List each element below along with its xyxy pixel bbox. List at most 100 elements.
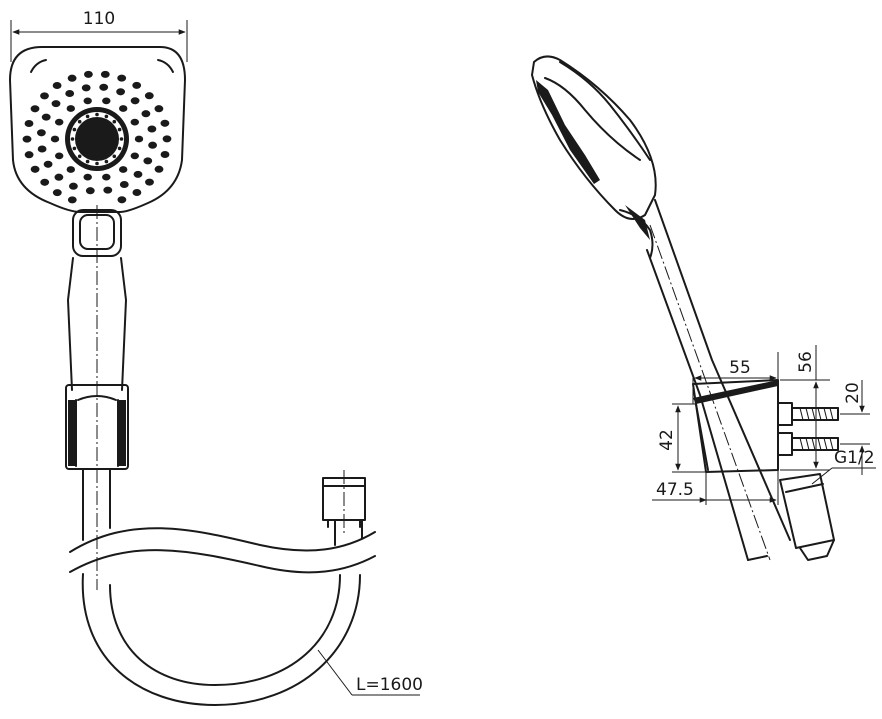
thread-line <box>805 407 810 421</box>
dimension-42: 42 <box>657 403 706 473</box>
spray-hole <box>55 152 64 160</box>
spray-hole <box>55 118 64 126</box>
spray-hole <box>154 105 164 113</box>
spray-hole <box>103 186 113 194</box>
thread-label: G1/2 <box>834 448 875 468</box>
thread-line <box>817 407 822 421</box>
spray-hole <box>69 182 78 190</box>
front-view: 110 <box>9 9 423 706</box>
handle-side <box>646 199 791 561</box>
thread-line <box>829 437 834 451</box>
spray-hole <box>130 97 140 105</box>
spray-hole <box>132 188 142 197</box>
spray-hole <box>145 178 154 186</box>
hose-connector <box>779 473 835 561</box>
thread-line <box>811 407 816 421</box>
spray-hole <box>160 150 170 159</box>
spray-hole <box>130 118 139 126</box>
ring-nozzle <box>119 137 124 141</box>
dimension-47-5: 47.5 <box>652 470 779 505</box>
spray-hole <box>144 92 154 100</box>
spray-hole <box>50 135 60 143</box>
spray-hole <box>24 119 34 128</box>
screw-pitch-label: 20 <box>843 382 863 404</box>
dimension-20: 20 <box>840 380 870 475</box>
spray-hole <box>117 196 127 204</box>
thread-line <box>799 437 804 451</box>
spray-hole <box>119 180 129 189</box>
spray-hole <box>40 178 50 186</box>
spray-hole <box>30 105 40 113</box>
spray-hole <box>134 135 144 143</box>
spray-hole <box>147 125 157 133</box>
thread-callout: G1/2 <box>811 448 876 485</box>
spray-hole <box>54 173 64 181</box>
thread-line <box>817 437 822 451</box>
ring-nozzle <box>72 127 77 132</box>
hose-length-label: L=1600 <box>356 675 423 695</box>
ring-nozzle <box>112 154 117 159</box>
shower-head-side <box>531 55 657 259</box>
spray-hole <box>160 119 170 127</box>
ring-nozzle <box>77 154 82 159</box>
holder-bracket-side <box>692 379 779 473</box>
spray-hole <box>52 81 62 90</box>
spray-hole <box>84 70 93 78</box>
spray-hole <box>99 83 109 91</box>
spray-hole <box>119 105 128 112</box>
spray-hole <box>22 135 32 143</box>
spray-hole <box>37 145 47 153</box>
spray-hole <box>41 113 51 121</box>
thread-line <box>829 407 834 421</box>
spray-hole <box>37 129 46 137</box>
spray-holes <box>22 70 172 204</box>
bracket-height-label: 42 <box>657 429 677 451</box>
handle <box>67 205 127 590</box>
width-dimension: 110 <box>10 9 188 62</box>
wall-screws <box>777 402 839 456</box>
thread-line <box>805 437 810 451</box>
dimension-55: 55 <box>692 352 779 404</box>
spray-hole <box>100 70 110 78</box>
ring-nozzle <box>70 137 75 141</box>
spray-hole <box>52 189 62 197</box>
spray-hole <box>65 89 75 98</box>
ring-nozzle <box>85 114 90 119</box>
spray-hole <box>130 152 139 160</box>
width-label: 110 <box>83 9 115 29</box>
spray-hole <box>102 97 111 105</box>
spray-hole <box>148 141 158 149</box>
holder-bracket <box>65 384 129 470</box>
spray-hole <box>143 157 153 165</box>
hose <box>69 468 376 706</box>
side-view: 55 56 20 42 47.5 <box>531 55 876 561</box>
spray-hole <box>66 166 76 173</box>
spray-hole <box>102 173 111 181</box>
spray-hole <box>133 170 143 178</box>
spray-hole <box>116 88 125 96</box>
spray-hole <box>67 74 77 82</box>
shower-head <box>9 46 186 213</box>
height-total-label: 56 <box>796 351 816 373</box>
spray-hole <box>81 84 91 92</box>
hose-length-callout: L=1600 <box>317 649 423 696</box>
dimension-56: 56 <box>780 345 830 471</box>
spray-hole <box>40 92 49 100</box>
spray-hole <box>162 135 172 143</box>
spray-hole <box>85 187 95 195</box>
thread-line <box>823 407 828 421</box>
ring-nozzle <box>77 119 82 124</box>
ring-nozzle <box>104 159 109 164</box>
spray-hole <box>117 74 127 82</box>
ring-nozzle <box>117 146 122 151</box>
spray-hole <box>154 165 164 173</box>
spray-hole <box>30 165 40 173</box>
ring-nozzle <box>72 146 77 151</box>
ring-nozzle <box>104 114 109 119</box>
spray-hole <box>67 196 77 204</box>
spray-hole <box>24 151 34 159</box>
spray-hole <box>51 100 61 108</box>
thread-line <box>823 437 828 451</box>
ring-nozzle <box>95 112 99 117</box>
